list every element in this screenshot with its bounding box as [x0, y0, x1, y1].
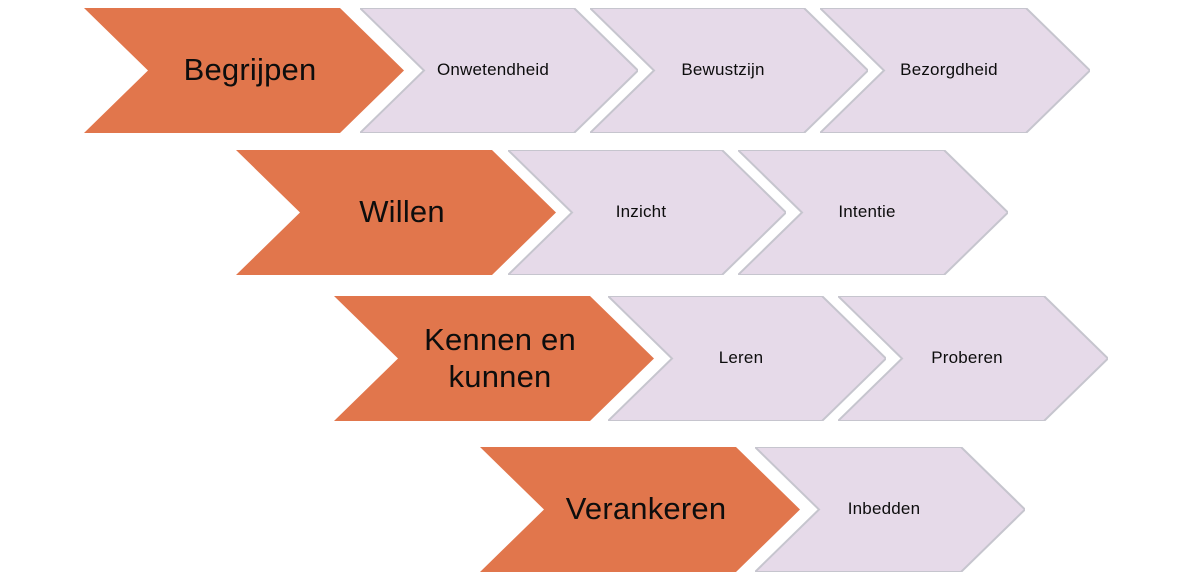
stage-chevron[interactable]: Onwetendheid [360, 8, 638, 133]
stage-chevron[interactable]: Bezorgdheid [820, 8, 1090, 133]
stage-chevron[interactable]: Leren [608, 296, 886, 421]
stage-chevron-label: Inzicht [615, 202, 667, 222]
phase-chevron[interactable]: Verankeren [480, 447, 800, 572]
stage-chevron[interactable]: Inzicht [508, 150, 786, 275]
stage-chevron-label: Bewustzijn [681, 60, 765, 80]
stage-chevron[interactable]: Inbedden [755, 447, 1025, 572]
stage-chevron-label: Onwetendheid [436, 60, 550, 80]
phase-chevron-label: Begrijpen [183, 52, 317, 88]
stage-chevron-label: Leren [718, 348, 764, 368]
phase-chevron[interactable]: Willen [236, 150, 556, 275]
stage-chevron[interactable]: Bewustzijn [590, 8, 868, 133]
stage-chevron-label: Inbedden [847, 499, 921, 519]
phase-chevron-label: Kennen en kunnen [424, 321, 576, 394]
stage-chevron[interactable]: Intentie [738, 150, 1008, 275]
phase-chevron-label: Verankeren [565, 491, 727, 527]
phase-chevron[interactable]: Begrijpen [84, 8, 404, 133]
stage-chevron-label: Intentie [838, 202, 896, 222]
stage-chevron-label: Proberen [931, 348, 1003, 368]
phase-chevron-label: Willen [359, 194, 445, 230]
stage-chevron-label: Bezorgdheid [900, 60, 998, 80]
stage-chevron[interactable]: Proberen [838, 296, 1108, 421]
phase-chevron[interactable]: Kennen en kunnen [334, 296, 654, 421]
